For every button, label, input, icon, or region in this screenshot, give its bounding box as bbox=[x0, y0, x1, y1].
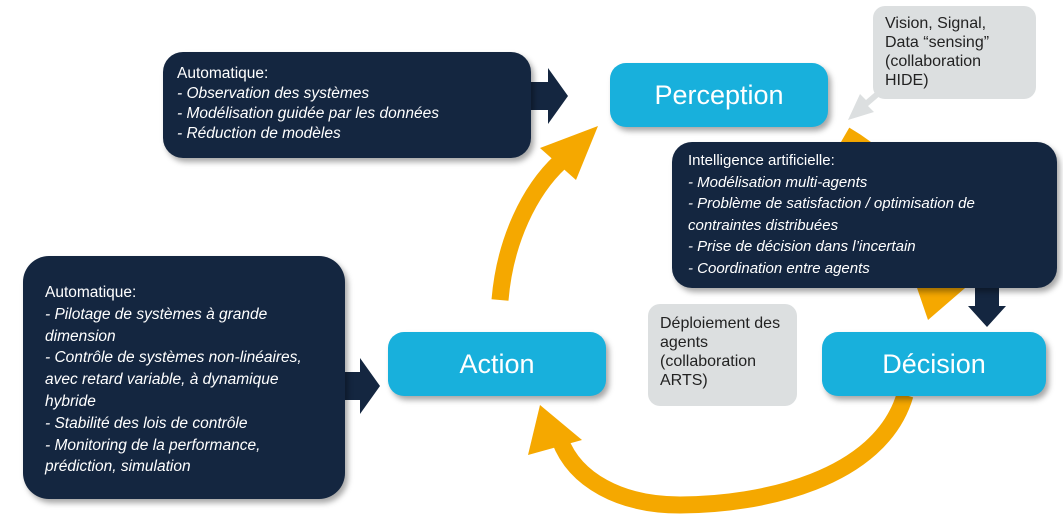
list-item: - Pilotage de systèmes à grande dimensio… bbox=[45, 305, 268, 345]
connector-arrow-right bbox=[968, 286, 1006, 327]
list-item: - Observation des systèmes bbox=[177, 85, 370, 102]
list-item: - Monitoring de la performance, prédicti… bbox=[45, 436, 261, 476]
decision-label: Décision bbox=[882, 348, 986, 379]
cycle-arrowhead-action bbox=[528, 405, 582, 455]
box-automatique-pilotage: Automatique: - Pilotage de systèmes à gr… bbox=[23, 256, 345, 499]
list-item: - Modélisation guidée par les données bbox=[177, 105, 439, 122]
list-item: - Stabilité des lois de contrôle bbox=[45, 414, 248, 432]
note-text: Déploiement des agents (collaboration AR… bbox=[660, 315, 781, 389]
box-title: Automatique: bbox=[177, 65, 269, 82]
box-title: Intelligence artificielle: bbox=[688, 152, 835, 169]
note-deploiement-agents: Déploiement des agents (collaboration AR… bbox=[648, 304, 797, 406]
note-text: Vision, Signal, Data “sensing” (collabor… bbox=[885, 15, 990, 89]
perception-label: Perception bbox=[654, 79, 784, 110]
perception-node: Perception bbox=[610, 63, 828, 127]
connector-arrow-note bbox=[848, 88, 882, 120]
action-label: Action bbox=[459, 348, 535, 379]
cycle-arrow-decision-to-action bbox=[552, 392, 914, 514]
list-item: - Réduction de modèles bbox=[177, 125, 341, 142]
cycle-arrowhead-decision bbox=[915, 282, 972, 320]
list-item: - Prise de décision dans l’incertain bbox=[688, 238, 916, 255]
list-item: - Contrôle de systèmes non-linéaires, av… bbox=[45, 349, 302, 410]
box-intelligence-artificielle: Intelligence artificielle: - Modélisatio… bbox=[672, 142, 1057, 288]
cycle-arrowhead-perception bbox=[540, 126, 598, 180]
list-item: - Problème de satisfaction / optimisatio… bbox=[688, 195, 975, 234]
decision-node: Décision bbox=[822, 332, 1046, 396]
list-item: - Modélisation multi-agents bbox=[688, 173, 868, 191]
note-vision-signal: Vision, Signal, Data “sensing” (collabor… bbox=[873, 6, 1036, 99]
box-automatique-observation: Automatique: - Observation des systèmes … bbox=[163, 52, 531, 158]
connector-arrow-bottom-left bbox=[343, 358, 380, 414]
box-title: Automatique: bbox=[45, 284, 137, 301]
connector-arrow-top-left bbox=[528, 68, 568, 124]
list-item: - Coordination entre agents bbox=[688, 259, 870, 277]
cycle-arrow-action-to-perception bbox=[491, 155, 566, 301]
action-node: Action bbox=[388, 332, 606, 396]
